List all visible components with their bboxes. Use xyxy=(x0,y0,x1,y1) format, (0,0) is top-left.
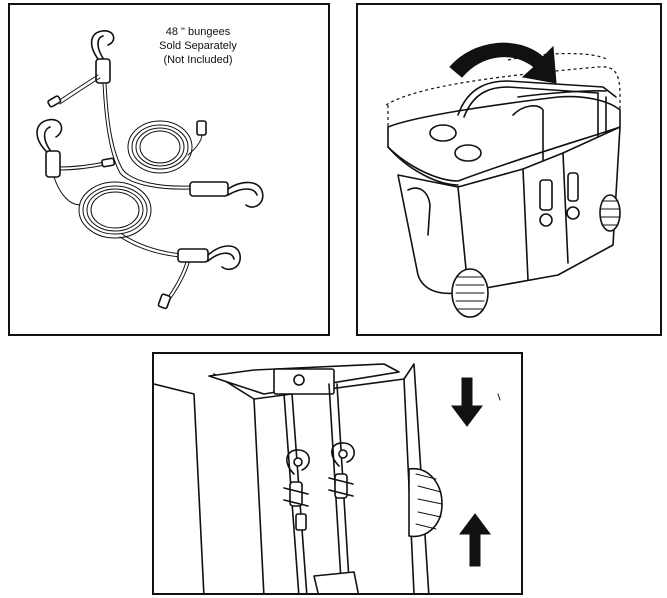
wheel-icon xyxy=(408,468,443,538)
cooler-illustration xyxy=(385,42,621,318)
bungee-hook-icon xyxy=(328,442,355,499)
bungee-note-length: 48 " bungees xyxy=(165,26,231,38)
bungee-hook-icon xyxy=(283,449,310,507)
coil-left-icon xyxy=(78,181,152,239)
cup-holder-icon xyxy=(429,124,457,142)
arrow-down-icon xyxy=(451,377,483,427)
cooler-handle-panel xyxy=(356,3,662,336)
bungee-cords-panel: 48 " bungees Sold Separately (Not Includ… xyxy=(8,3,330,336)
cooler-closeup-illustration xyxy=(154,363,501,593)
bungee-note: 48 " bungees Sold Separately (Not Includ… xyxy=(138,25,258,67)
rotate-arrow-icon xyxy=(449,42,557,84)
cooler-closeup-panel xyxy=(152,352,523,595)
coil-right-icon xyxy=(127,120,193,174)
hook-left-icon xyxy=(36,118,63,178)
hook-top-icon xyxy=(90,30,115,84)
bungee-note-sold-separately: Sold Separately xyxy=(159,40,237,52)
wheel-back-icon xyxy=(599,194,621,232)
cup-holder-icon xyxy=(454,144,482,162)
bungee-note-not-included: (Not Included) xyxy=(163,54,233,66)
arrow-up-icon xyxy=(459,513,491,567)
wheel-front-icon xyxy=(451,268,489,318)
bungee-cords-illustration xyxy=(36,30,264,310)
